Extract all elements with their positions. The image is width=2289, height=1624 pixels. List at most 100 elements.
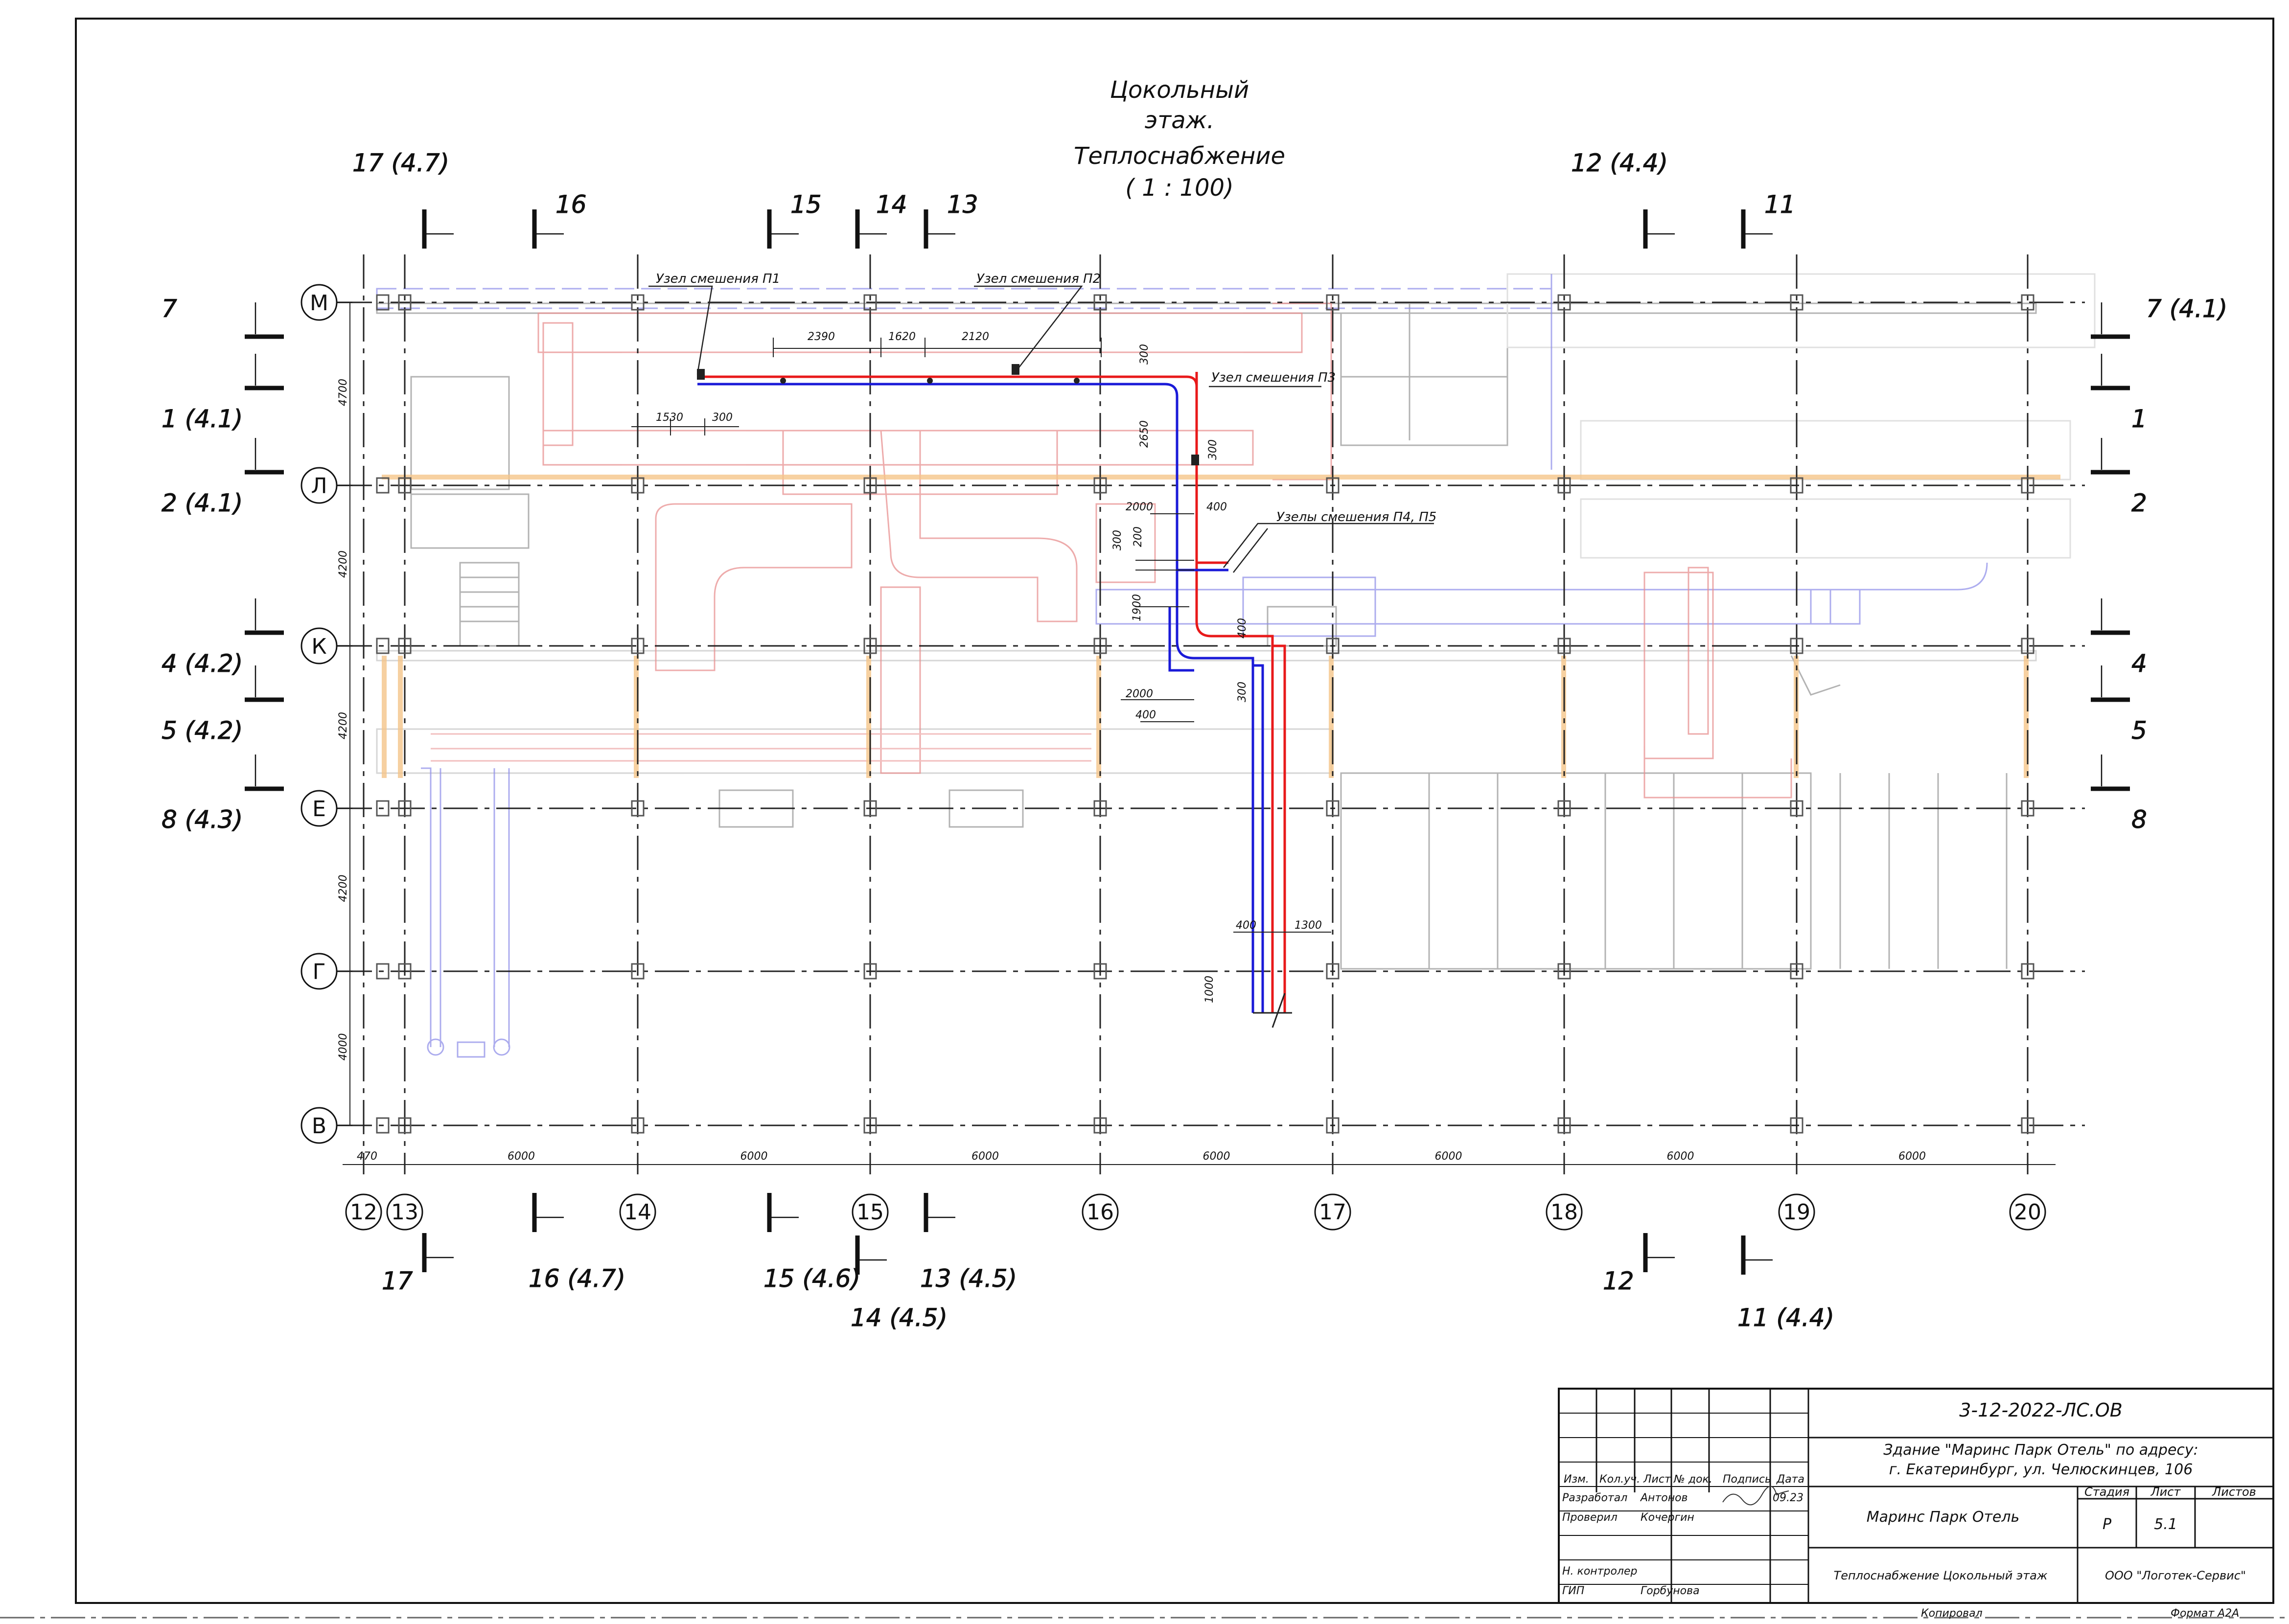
dim-300-d: 300 — [1236, 682, 1249, 702]
dim-1530: 1530 — [656, 412, 683, 424]
axis-row-spacing: 4700 — [337, 379, 349, 406]
title-line-3: Теплоснабжение — [1074, 142, 1285, 170]
section-bottom-label: 17 — [382, 1267, 413, 1295]
column-marker — [2021, 638, 2035, 654]
section-top-label: 11 — [1764, 190, 1796, 219]
dim-1900: 1900 — [1131, 594, 1143, 621]
column-markers — [376, 294, 2035, 1134]
return-pipe-drop — [1253, 664, 1264, 1013]
section-left-label: 1 (4.1) — [162, 405, 243, 433]
column-marker — [1326, 800, 1340, 817]
column-marker — [1093, 800, 1107, 817]
axis-bubble-col — [852, 1193, 889, 1231]
stamp-sheet-name: Теплоснабжение Цокольный этаж — [1834, 1569, 2048, 1582]
background-ventilation-red — [431, 302, 1792, 799]
mixing-node-labels: Узел смешения П1 Узел смешения П2 Узел с… — [656, 272, 1436, 525]
column-highlights — [382, 475, 2060, 778]
column-marker — [631, 638, 645, 654]
column-marker — [376, 638, 390, 654]
stamp-name-gip: Горбунова — [1641, 1585, 1700, 1597]
section-right-label: 8 — [2131, 805, 2147, 834]
column-marker — [1326, 477, 1340, 494]
label-node-p4p5: Узелы смешения П4, П5 — [1276, 510, 1436, 525]
section-top-label: 16 — [555, 190, 587, 219]
column-marker — [398, 1117, 412, 1134]
dim-2000-a: 2000 — [1126, 501, 1153, 513]
axis-grid — [338, 254, 2085, 1174]
dim-2650: 2650 — [1138, 420, 1151, 448]
dim-300-a: 300 — [712, 412, 733, 424]
section-marks: 71 (4.1)2 (4.1)4 (4.2)5 (4.2)8 (4.3)7 (4… — [162, 149, 2228, 1332]
column-marker — [1790, 963, 1803, 980]
dim-300-b: 300 — [1207, 439, 1219, 460]
stamp-format: Формат А2А — [2171, 1607, 2239, 1620]
axis-row-label: Г — [313, 960, 326, 984]
axis-row-label: Л — [311, 474, 327, 499]
label-node-p1: Узел смешения П1 — [656, 272, 780, 286]
stamp-doc-code: 3-12-2022-ЛС.ОВ — [1959, 1399, 2123, 1421]
section-left-label: 8 (4.3) — [162, 805, 243, 834]
section-right-label: 5 — [2131, 716, 2147, 745]
dim-400-c: 400 — [1135, 709, 1156, 721]
column-marker — [631, 1117, 645, 1134]
column-marker — [863, 477, 877, 494]
column-marker — [1790, 294, 1803, 311]
column-marker — [631, 800, 645, 817]
stamp-role-developed: Разработал — [1562, 1492, 1627, 1504]
column-marker — [863, 963, 877, 980]
column-marker — [1557, 638, 1571, 654]
column-marker — [1557, 294, 1571, 311]
stamp-role-nkontr: Н. контролер — [1562, 1565, 1637, 1578]
return-pipe-main — [697, 383, 1254, 1013]
axis-row-label: К — [311, 634, 326, 659]
dim-1300: 1300 — [1295, 919, 1322, 932]
column-marker — [1093, 294, 1107, 311]
column-marker — [1557, 477, 1571, 494]
column-marker — [1326, 963, 1340, 980]
axis-bubble-col — [1546, 1193, 1583, 1231]
axis-col-label: 17 — [1319, 1200, 1346, 1225]
dim-400-a: 400 — [1206, 501, 1227, 513]
column-marker — [398, 638, 412, 654]
axis-bubble-col — [1082, 1193, 1119, 1231]
dimension-lines — [631, 338, 1331, 933]
stamp-name-developed: Антонов — [1640, 1492, 1688, 1504]
column-marker — [1093, 477, 1107, 494]
section-top-label: 14 — [876, 190, 907, 219]
signature — [1722, 1486, 1789, 1506]
axis-row-label: В — [312, 1114, 326, 1139]
column-marker — [1790, 1117, 1803, 1134]
axis-bubble-col — [619, 1193, 656, 1231]
column-marker — [2021, 477, 2035, 494]
stamp-copied: Копировал — [1921, 1607, 1983, 1620]
valves — [697, 364, 1199, 465]
background-ventilation-blue — [376, 274, 1988, 1058]
column-marker — [398, 800, 412, 817]
column-marker — [1326, 294, 1340, 311]
column-marker — [1093, 638, 1107, 654]
column-marker — [1557, 800, 1571, 817]
dim-2120: 2120 — [962, 331, 989, 343]
column-marker — [631, 294, 645, 311]
section-top-label: 15 — [790, 190, 822, 219]
column-marker — [398, 477, 412, 494]
axis-col-spacing: 470 — [357, 1150, 377, 1163]
title-line-4: ( 1 : 100) — [1125, 174, 1234, 202]
axis-row-spacing: 4200 — [337, 712, 349, 739]
column-marker — [376, 294, 390, 311]
column-marker — [376, 963, 390, 980]
axis-col-label: 12 — [350, 1200, 377, 1225]
axis-row-spacing: 4200 — [337, 550, 349, 578]
axis-col-label: 20 — [2014, 1200, 2041, 1225]
stamp-col-sheet: Лист — [2150, 1485, 2181, 1499]
stamp-hdr-list: Лист — [1643, 1473, 1671, 1486]
section-bottom-label: 13 (4.5) — [920, 1264, 1017, 1293]
title-line-1: Цокольный — [1110, 76, 1249, 104]
column-marker — [1790, 638, 1803, 654]
section-right-label: 1 — [2131, 405, 2147, 433]
stamp-hdr-podpis: Подпись — [1723, 1473, 1771, 1486]
sheet-frame — [75, 18, 2274, 1604]
drawing-title: Цокольный этаж. Теплоснабжение ( 1 : 100… — [1074, 76, 1285, 202]
